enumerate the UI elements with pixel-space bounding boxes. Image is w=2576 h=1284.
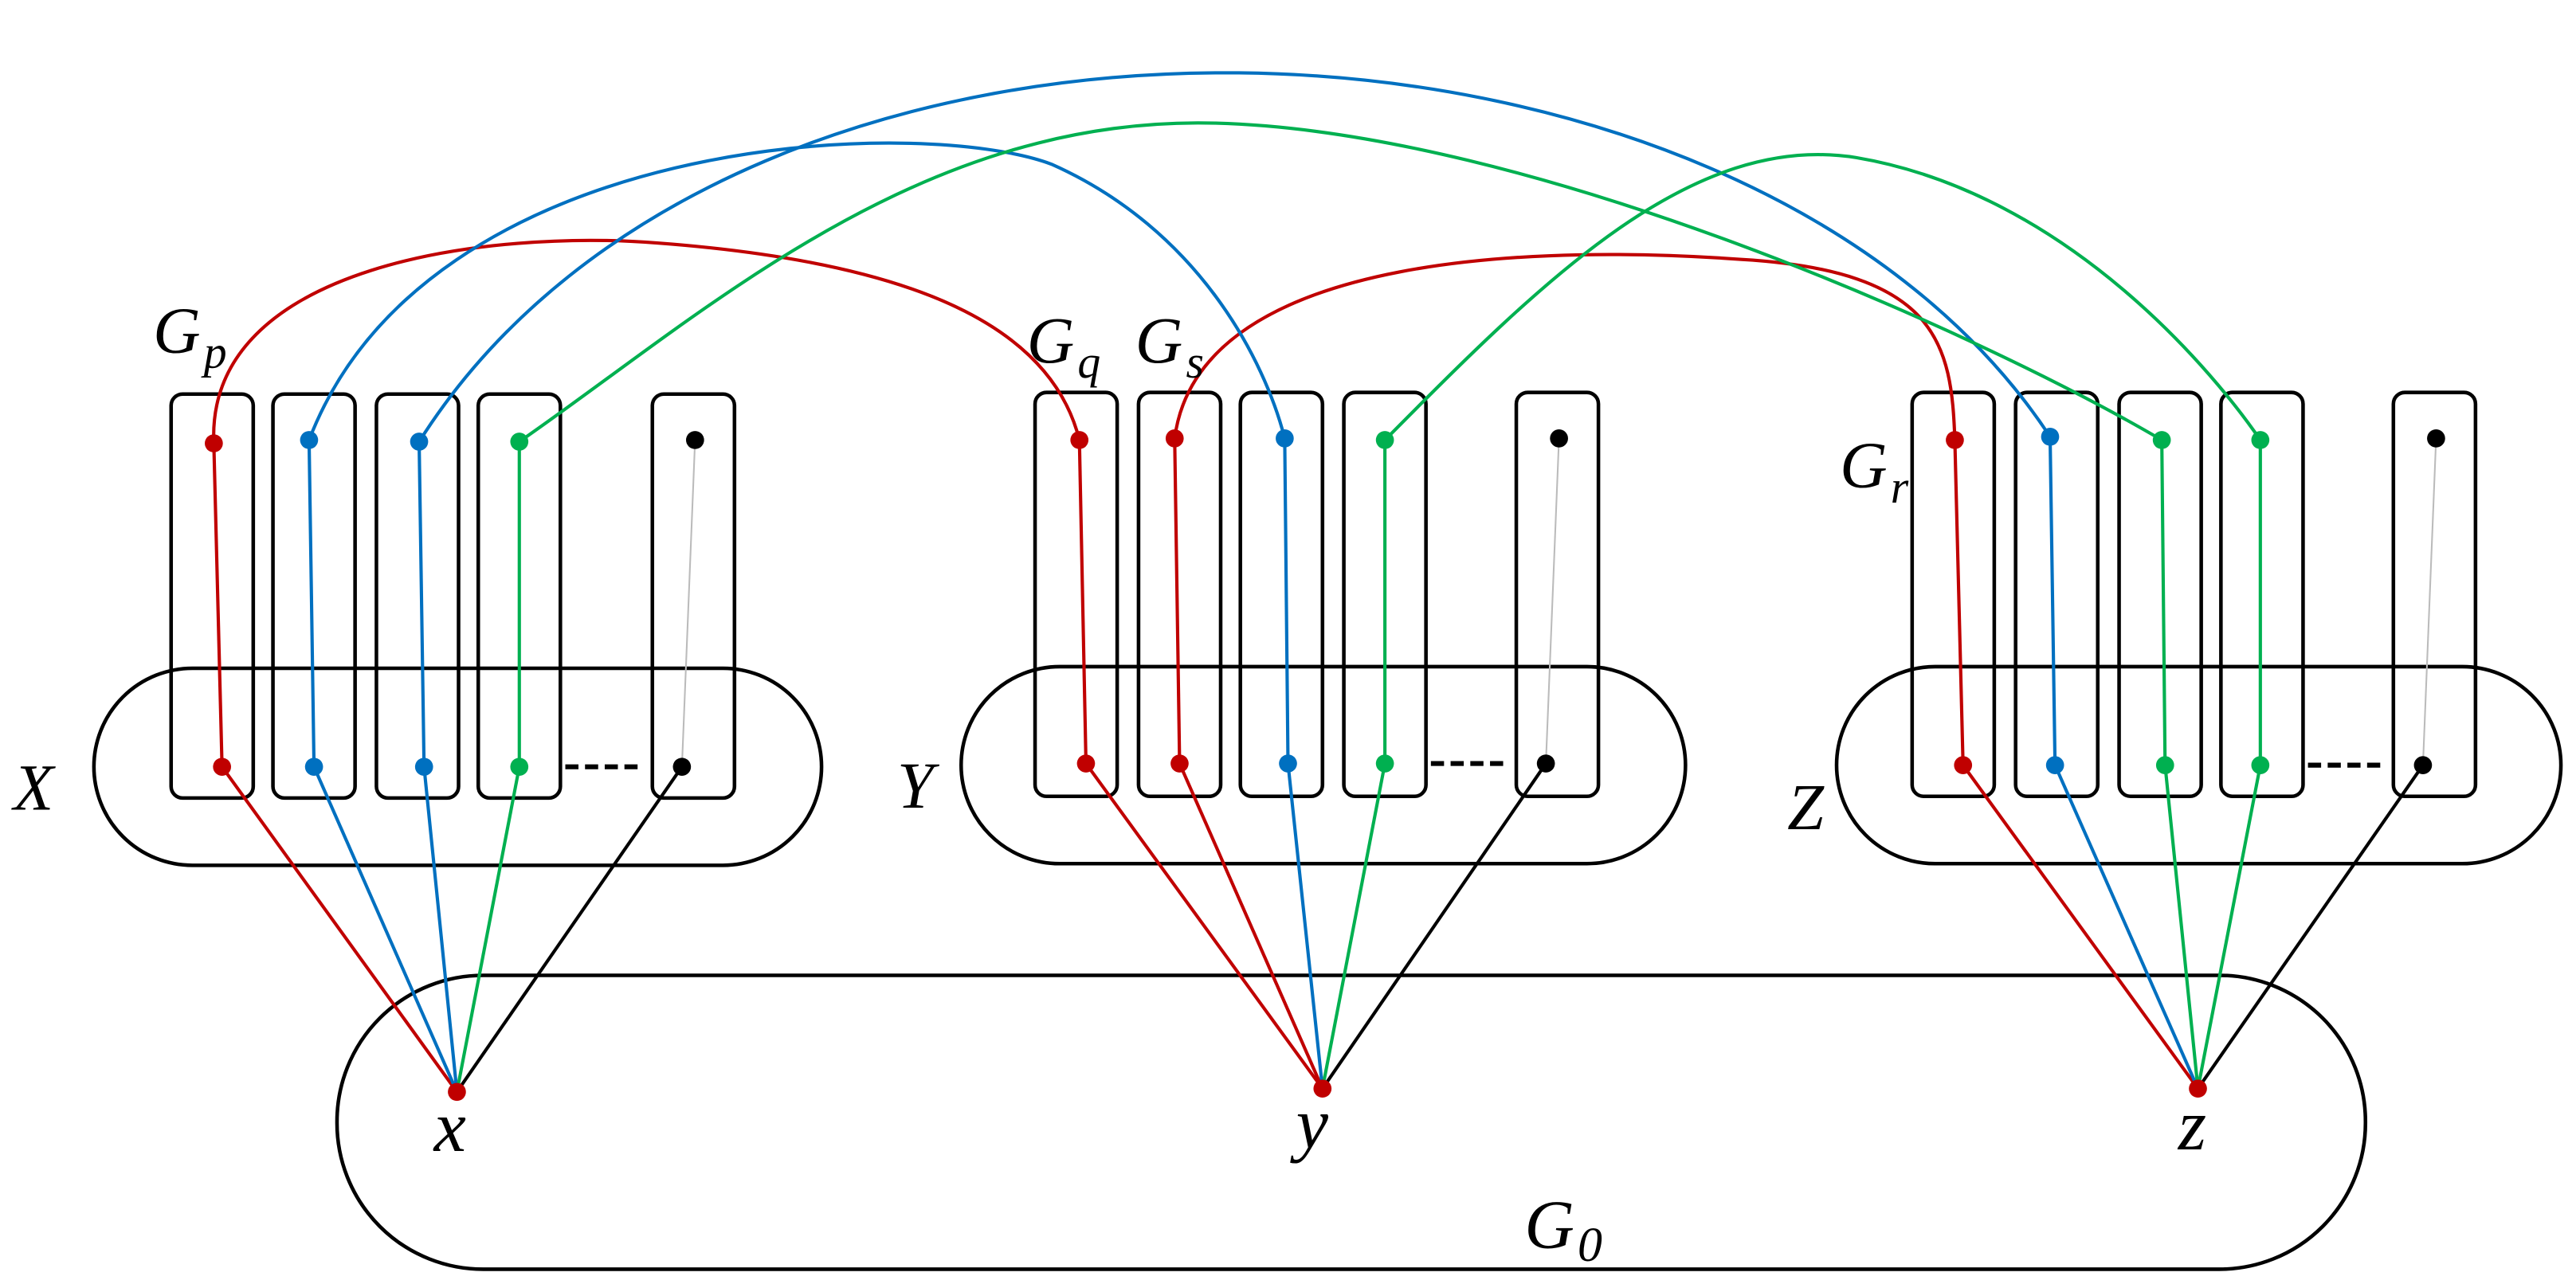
subgraph-box: [2219, 390, 2305, 799]
subgraph-box: [476, 392, 563, 801]
vertex: [1279, 754, 1297, 773]
vertex: [686, 431, 704, 449]
subgraph-box: [1136, 390, 1223, 799]
vertex: [2155, 756, 2174, 774]
subgraph-box: [1910, 390, 1997, 799]
cross-arcs: [212, 71, 2262, 444]
vertex: [205, 434, 223, 452]
vertex: [510, 757, 529, 777]
inner-edges: [212, 436, 2437, 767]
vertex: [510, 433, 529, 451]
vertex: [1375, 431, 1394, 449]
vertex: [2045, 756, 2064, 774]
vertex: [1076, 754, 1096, 773]
vertex: [300, 431, 319, 449]
label-set-z: Z: [1787, 771, 1825, 844]
subgraph-box: [2391, 390, 2478, 799]
subgraph-box: [2013, 390, 2100, 799]
label-set-y: Y: [897, 750, 940, 822]
set-z-region: [1834, 664, 2563, 866]
vertex: [304, 757, 323, 777]
vertex: [2152, 431, 2171, 449]
subgraph-box: [1342, 390, 1428, 799]
vertex: [1954, 756, 1973, 774]
label-vertex-x: x: [433, 1086, 466, 1167]
vertex-z: [2189, 1079, 2207, 1098]
subgraph-box: [1033, 390, 1119, 799]
vertex-x: [448, 1082, 466, 1102]
vertex: [414, 757, 433, 777]
vertex: [1550, 429, 1568, 448]
subgraph-box: [271, 392, 357, 801]
vertex: [1375, 754, 1394, 773]
vertices: [205, 427, 2445, 1102]
vertex: [2427, 429, 2445, 448]
vertex: [672, 757, 692, 777]
subgraph-box: [1514, 390, 1601, 799]
subgraph-box: [374, 392, 461, 801]
vertex: [213, 757, 232, 777]
g0-region: [335, 973, 2368, 1271]
label-vertex-y: y: [1290, 1083, 1329, 1164]
vertex: [1070, 431, 1089, 449]
vertex: [2413, 756, 2433, 774]
vertex: [1170, 754, 1189, 773]
vertex: [2041, 427, 2060, 446]
hub-edges: [220, 762, 2425, 1094]
vertex: [1536, 754, 1555, 773]
vertex: [2251, 431, 2270, 449]
label-vertex-z: z: [2177, 1085, 2206, 1165]
vertex-y: [1313, 1079, 1332, 1098]
label-set-x: X: [11, 751, 57, 824]
subgraph-box: [1238, 390, 1325, 799]
vertex: [1276, 429, 1294, 448]
vertex: [1165, 429, 1184, 448]
vertex: [2251, 756, 2270, 774]
vertex: [1946, 431, 1964, 449]
vertex: [410, 433, 429, 451]
subgraph-box: [169, 392, 256, 801]
subgraph-box: [2117, 390, 2203, 799]
subgraph-box: [650, 392, 737, 801]
